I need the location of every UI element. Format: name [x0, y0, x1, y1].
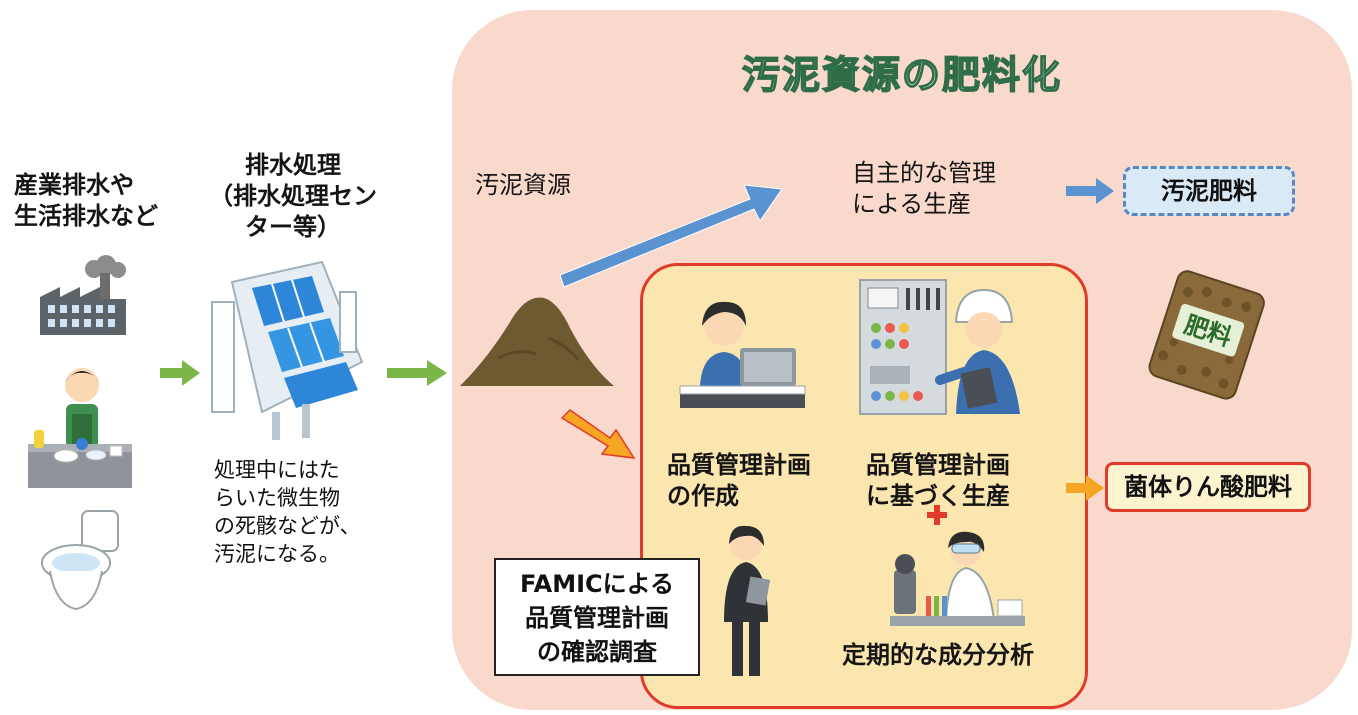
famic-inspection-box: FAMICによる 品質管理計画 の確認調査: [494, 558, 700, 676]
self-management-label: 自主的な管理 による生産: [852, 159, 996, 218]
lab-analyst-icon: [890, 531, 1025, 626]
diagram-title: 汚泥資源の肥料化: [741, 52, 1062, 98]
red-plus-icon: [927, 505, 947, 525]
source-label: 産業排水や 生活排水など: [14, 171, 158, 230]
plan-production-label: 品質管理計画 に基づく生産: [866, 451, 1010, 510]
treatment-note: 処理中にはた らいた微生物 の死骸などが、 汚泥になる。: [214, 458, 361, 566]
flow-arrow-blue-diagonal: [559, 184, 783, 288]
flow-arrow-orange-2: [1066, 475, 1104, 501]
treatment-label: 排水処理 （排水処理セン ター等）: [209, 151, 377, 241]
office-worker-laptop-icon: [679, 301, 806, 408]
sludge-fertilizer-tag: 汚泥肥料: [1123, 166, 1295, 216]
periodic-analysis-label: 定期的な成分分析: [842, 641, 1034, 669]
factory-icon: [40, 255, 126, 335]
fertilizer-bag-icon: 肥料: [1148, 270, 1265, 400]
treatment-plant-icon: [211, 260, 364, 440]
inspector-woman-icon: [724, 525, 771, 676]
sludge-label: 汚泥資源: [475, 171, 571, 199]
flow-arrow-orange-1: [560, 409, 636, 459]
sludge-pile-icon: [460, 297, 614, 386]
flow-arrow-green-1: [160, 360, 200, 386]
control-panel-worker-icon: [859, 279, 1020, 415]
toilet-icon: [41, 510, 119, 611]
flow-arrow-blue-short: [1066, 178, 1114, 204]
flow-arrow-green-2: [387, 360, 447, 386]
plan-creation-label: 品質管理計画 の作成: [667, 451, 811, 510]
phosphate-fertilizer-tag: 菌体りん酸肥料: [1105, 462, 1311, 512]
person-washing-dishes-icon: [28, 368, 132, 488]
